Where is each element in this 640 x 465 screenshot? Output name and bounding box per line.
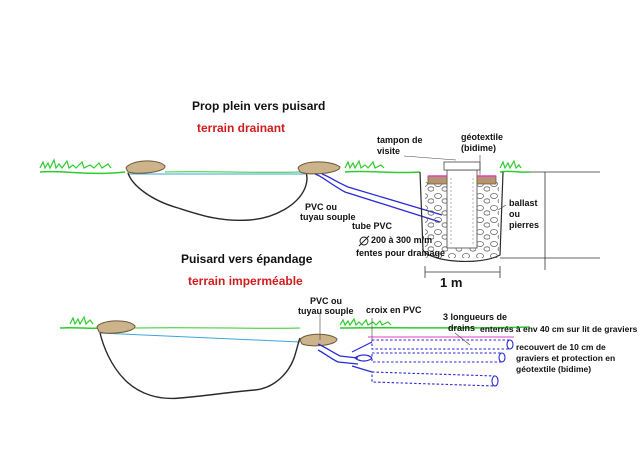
recouvert-label-2: graviers et protection en <box>516 353 616 363</box>
section2-subtitle-word: imperméable <box>228 274 303 288</box>
tube-label: tube PVC <box>352 221 393 231</box>
pipe-top <box>314 173 443 223</box>
stone-top-left <box>125 160 166 174</box>
enterres-text: enterrés à env 40 cm <box>480 324 565 334</box>
lit-text: sur lit de <box>566 324 602 334</box>
diameter-label: 200 à 300 m/m <box>371 235 433 246</box>
stone-top-right <box>297 161 341 175</box>
pvc-label-top-1: PVC ou <box>305 202 338 212</box>
pond-basin-top <box>127 172 308 222</box>
section1-title: Prop plein vers puisard <box>192 99 326 113</box>
tampon-label-2: visite <box>377 146 401 156</box>
section2-subtitle-prefix: terrain <box>188 274 229 288</box>
longueurs-label-1: 3 longueurs de <box>443 312 508 322</box>
section2-title: Puisard vers épandage <box>181 252 313 266</box>
ballast-label-3: pierres <box>509 220 540 230</box>
section1-subtitle: terrain drainant <box>197 121 286 135</box>
pipe-bottom <box>317 343 359 365</box>
fentes-label: fentes pour drainage <box>356 248 446 258</box>
diameter-symbol <box>358 235 370 247</box>
geotextile-label-1: géotextile <box>461 132 504 142</box>
stone-bottom-right <box>299 333 338 347</box>
graviers-text: graviers <box>604 324 638 334</box>
enterres-label: enterrés à env 40 cm sur lit de graviers <box>480 324 638 334</box>
pond-basin-bottom <box>99 332 301 400</box>
recouvert-label-3: géotextile (bidime) <box>516 364 592 374</box>
ballast-label-1: ballast <box>509 198 538 208</box>
stone-bottom-left <box>96 320 136 334</box>
depth-dimension <box>500 172 600 270</box>
water-surface-bottom <box>99 332 301 343</box>
recouvert-label-1: recouvert de 10 cm de <box>516 342 606 352</box>
pvc-label-bottom-2: tuyau souple <box>298 306 354 316</box>
scale-label: 1 m <box>440 275 463 290</box>
pvc-label-bottom-1: PVC ou <box>310 296 343 306</box>
croix-label: croix en PVC <box>366 305 422 315</box>
ballast-label-2: ou <box>509 209 520 219</box>
longueurs-label-2: drains <box>448 323 476 333</box>
ground-line-bottom <box>59 315 531 330</box>
tampon-label-1: tampon de <box>377 135 423 145</box>
section2-subtitle: terrain imperméable <box>188 274 303 288</box>
diameter-value: 200 à 300 <box>371 235 412 245</box>
diameter-unit: m/m <box>413 235 433 245</box>
scale-bar <box>424 266 501 278</box>
pvc-label-top-2: tuyau souple <box>300 212 356 222</box>
geotextile-label-2: (bidime) <box>461 143 496 153</box>
ground-line-top <box>39 158 600 175</box>
leader-lines-top <box>403 155 507 211</box>
leader-lines-bottom <box>319 314 471 346</box>
pvc-cross <box>351 341 373 373</box>
sump-pit <box>419 161 504 263</box>
drains <box>368 336 514 387</box>
